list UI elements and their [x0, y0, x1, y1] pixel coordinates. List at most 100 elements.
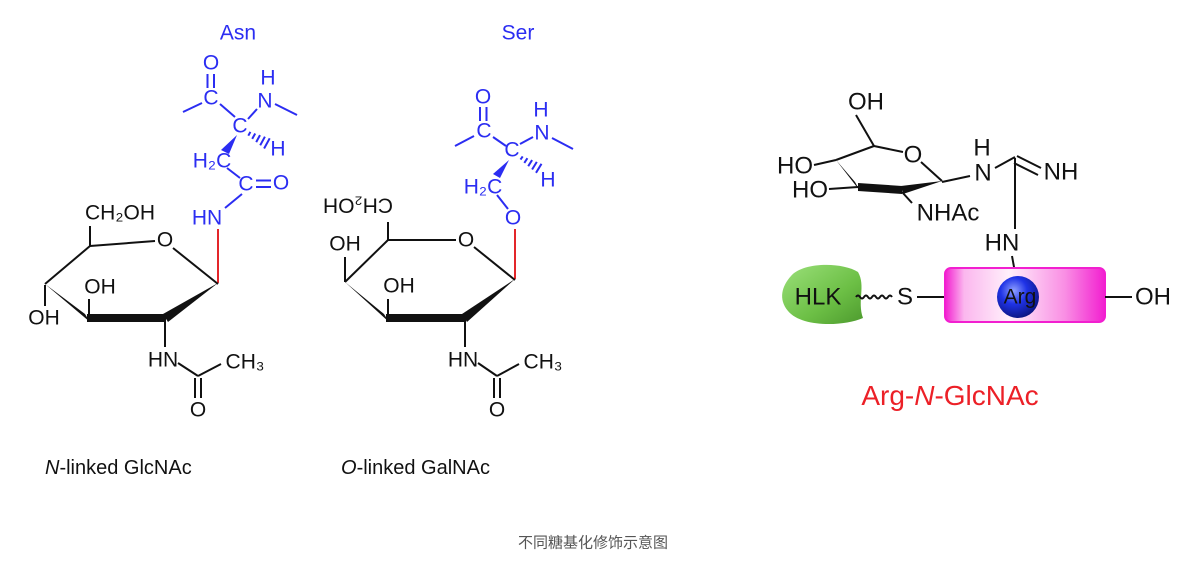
galnac-o-c1-bond: [473, 246, 516, 281]
ser-ch2-oxygen-bond: [496, 194, 509, 210]
ser-c-terminal-bond: [454, 135, 475, 147]
asn-residue-label: Asn: [220, 22, 256, 45]
asn-side-chain-ch2: H₂C: [193, 150, 231, 173]
galnac-c3-hydroxyl: OH: [383, 275, 415, 298]
asn-n-terminal-bond: [274, 103, 298, 116]
ser-carbonyl-oxygen: O: [475, 86, 491, 109]
arg-guanidine-n-hydrogen: H: [973, 135, 990, 162]
asn-carbonyl-oxygen: O: [203, 52, 219, 75]
asn-alpha-carbon: C: [232, 115, 247, 138]
arg-guanidine-imine: NH: [1044, 159, 1079, 186]
ser-residue-label: Ser: [502, 22, 535, 45]
glcnac-acetyl-ch3: CH₃: [226, 351, 265, 374]
o-linked-label-rest: -linked GalNAc: [357, 457, 490, 479]
galnac-acetyl-oxygen: O: [489, 399, 505, 422]
arg-label-italic: N: [914, 380, 935, 411]
n-linked-glcnac-structure: Asn O C C H N H H₂C C O HN C: [28, 22, 298, 479]
asn-amide-oxygen: O: [273, 172, 289, 195]
arg-glcnac-c4-hydroxyl: HO: [777, 153, 813, 180]
asn-alpha-nitrogen-bond: [247, 108, 258, 120]
arg-glcnac-c6-hydroxyl: OH: [848, 89, 884, 116]
asn-carbonyl-alpha-bond: [219, 103, 236, 118]
arg-guanidine-hn: HN: [985, 230, 1020, 257]
galnac-c3-c4-wedge: [345, 282, 389, 322]
arg-glcnac-c1-c2-wedge: [901, 181, 942, 194]
asn-amide-carbon: C: [238, 173, 253, 196]
galnac-acetyl-ch3: CH₃: [524, 351, 563, 374]
asn-amide-hn: HN: [192, 207, 222, 230]
asn-amine-nitrogen: N: [257, 90, 272, 113]
arg-glcnac-c3-ho-bond: [828, 186, 859, 190]
asn-hashed-wedge-bond: [247, 131, 271, 149]
glcnac-c3-c4-wedge: [45, 284, 90, 322]
glcnac-ch2oh: CH₂OH: [85, 202, 155, 225]
arg-n-glcnac-label: Arg-N-GlcNAc: [861, 380, 1038, 411]
hlk-enzyme-blob: [782, 264, 863, 325]
arg-residue-label: Arg: [1004, 286, 1037, 309]
glcnac-c4-hydroxyl: OH: [28, 307, 60, 330]
ser-hashed-wedge-bond: [519, 155, 543, 174]
glcnac-c3-hydroxyl: OH: [84, 276, 116, 299]
ser-carbonyl-carbon: C: [476, 120, 491, 143]
glcnac-c1-c2-wedge: [163, 283, 218, 322]
wavy-bond: [855, 294, 893, 300]
galnac-acetamido-hn: HN: [448, 349, 478, 372]
glcnac-ring: CH₂OH O OH OH HN CH₃ O: [28, 202, 264, 422]
galnac-ring-oxygen: O: [458, 229, 474, 252]
ser-alpha-hydrogen: H: [540, 169, 555, 192]
hlk-enzyme-label: HLK: [795, 284, 842, 311]
glcnac-c4-c5-bond: [44, 245, 91, 285]
galnac-acyl-methyl-bond: [496, 363, 520, 377]
arg-glcnac-nhac: NHAc: [917, 200, 980, 227]
galnac-c1-c2-wedge: [462, 279, 515, 322]
arg-glcnac-c3-hydroxyl: HO: [792, 177, 828, 204]
arg-glcnac-c2-n-bond: [901, 191, 913, 204]
galnac-ring: CH₂OH O OH OH HN CH₃ O: [323, 194, 562, 422]
glcnac-acyl-methyl-bond: [197, 363, 222, 377]
arg-label-rest: -GlcNAc: [934, 380, 1038, 411]
asn-carbonyl-carbon: C: [203, 87, 218, 110]
arg-glcnac-c2-c3-bold-bond: [858, 183, 902, 194]
arg-glcnac-o-c1-bond: [920, 161, 943, 182]
ser-residue: Ser O C C H N H H₂C O: [454, 22, 574, 230]
arg-glcnac-ring-oxygen: O: [904, 142, 923, 169]
arg-guanidine-double-bond-a: [1016, 155, 1042, 169]
asn-ch2-amide-bond: [226, 167, 241, 179]
galnac-c4-c5-bond: [344, 239, 389, 283]
n-linked-label-rest: -linked GlcNAc: [59, 457, 191, 479]
asn-bold-wedge-bond: [221, 135, 237, 154]
ser-bold-wedge-bond: [493, 160, 509, 178]
ser-amine-hydrogen: H: [533, 99, 548, 122]
sulfur-atom: S: [897, 284, 913, 311]
arg-glcnac-c1-n-bond: [941, 175, 971, 183]
glcnac-c5-o-bond: [89, 240, 156, 247]
terminal-hydroxyl: OH: [1135, 284, 1171, 311]
o-linked-galnac-label: O-linked GalNAc: [341, 457, 490, 479]
arg-glcnac-c5-c6-bond: [855, 114, 875, 147]
arg-residue-ball: [997, 276, 1039, 318]
ser-alpha-carbon: C: [504, 139, 519, 162]
n-linked-glcnac-label: N-linked GlcNAc: [45, 457, 192, 479]
galnac-c4-hydroxyl: OH: [329, 233, 361, 256]
asn-amine-hydrogen: H: [260, 67, 275, 90]
asn-residue: Asn O C C H N H H₂C C O HN: [182, 22, 298, 230]
ser-side-chain-ch2: H₂C: [464, 176, 502, 199]
figure-caption: 不同糖基化修饰示意图: [518, 534, 668, 552]
arg-glcnac-c4-c5-bond: [835, 145, 875, 161]
ser-carbonyl-alpha-bond: [492, 136, 507, 147]
arg-glcnac-c4-ho-bond: [813, 159, 837, 166]
ser-side-chain-oxygen: O: [505, 207, 521, 230]
o-linked-label-italic: O: [341, 457, 357, 479]
arg-glcnac-c3-c4-wedge: [836, 160, 860, 191]
arg-guanidine-n-c-bond: [994, 156, 1016, 169]
asn-c-terminal-bond: [182, 102, 203, 113]
glcnac-o-c1-bond: [172, 247, 219, 285]
galnac-n-acyl-bond: [477, 362, 498, 377]
ser-alpha-nitrogen-bond: [519, 136, 534, 145]
glcnac-acetamido-hn: HN: [148, 349, 178, 372]
asn-amide-nitrogen-bond: [224, 193, 243, 209]
glcnac-ring-oxygen: O: [157, 229, 173, 252]
o-linked-galnac-structure: Ser O C C H N H H₂C O CH₂OH O: [323, 22, 574, 479]
n-linked-label-italic: N: [45, 457, 60, 479]
